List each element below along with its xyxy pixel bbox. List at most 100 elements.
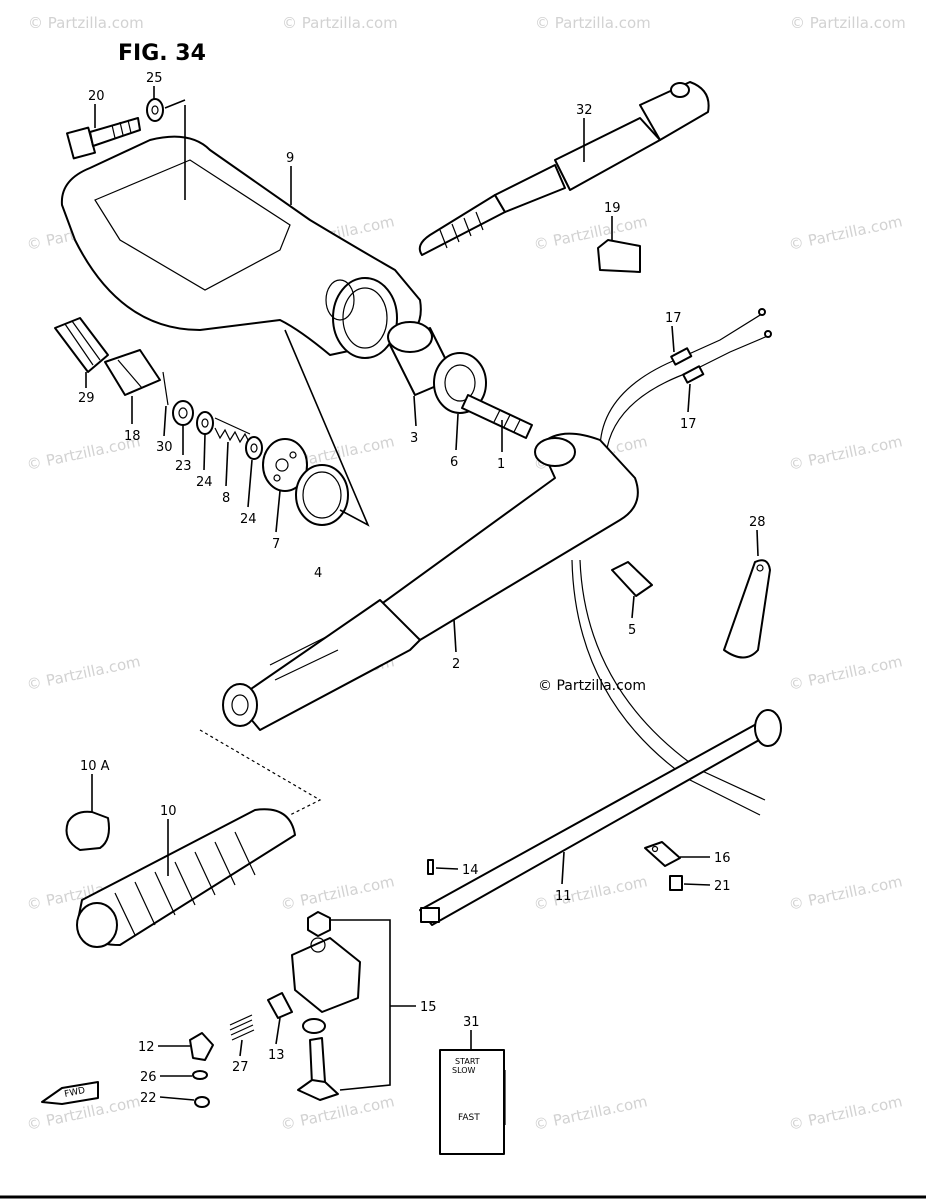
part-9-tiller-bracket[interactable] — [60, 135, 422, 359]
part-10-grip[interactable] — [76, 808, 296, 948]
callout-2: 2 — [452, 657, 460, 672]
callout-29: 29 — [78, 391, 95, 406]
leader-line — [225, 441, 229, 487]
callout-31: 31 — [463, 1015, 480, 1030]
callout-26: 26 — [140, 1070, 157, 1085]
watermark: © Partzilla.com — [532, 1092, 649, 1134]
callout-19: 19 — [604, 201, 621, 216]
part-13-plunger[interactable] — [267, 992, 293, 1019]
decal-fast-text: FAST — [458, 1113, 480, 1123]
callout-17a: 17 — [665, 311, 682, 326]
front-arrow-label: FWD — [64, 1086, 87, 1100]
callout-16: 16 — [714, 851, 731, 866]
callout-14: 14 — [462, 863, 479, 878]
part-15-friction-block[interactable] — [291, 911, 361, 1101]
watermark: © Partzilla.com — [279, 1092, 396, 1134]
callout-13: 13 — [268, 1048, 285, 1063]
callout-21: 21 — [714, 879, 731, 894]
leader-line — [163, 405, 167, 437]
part-1-bolt[interactable] — [461, 394, 533, 439]
watermark: © Partzilla.com — [787, 652, 904, 694]
part-4-ring[interactable] — [295, 464, 349, 526]
part-8-spring[interactable] — [214, 417, 251, 445]
part-20-bolt[interactable] — [66, 117, 141, 160]
leader-line — [239, 1039, 243, 1057]
part-29-grip-sleeve[interactable] — [54, 317, 109, 373]
leader-line — [687, 383, 691, 413]
partzilla-credit: © Partzilla.com — [538, 678, 646, 694]
leader-line — [453, 619, 457, 653]
leader-line — [203, 433, 206, 471]
part-26-washer[interactable] — [192, 1070, 208, 1080]
part-21-screw[interactable] — [669, 875, 683, 891]
part-7-plate[interactable] — [262, 438, 308, 492]
part-24-washer[interactable] — [245, 436, 263, 460]
callout-7: 7 — [272, 537, 280, 552]
callout-32: 32 — [576, 103, 593, 118]
watermark: © Partzilla.com — [790, 14, 906, 32]
part-31-decal[interactable]: START SLOW FAST — [439, 1049, 506, 1155]
callout-9: 9 — [286, 151, 294, 166]
watermark: © Partzilla.com — [282, 14, 398, 32]
decal-start-text: START — [455, 1057, 480, 1066]
leader-line — [159, 1096, 195, 1101]
part-30-pin[interactable] — [162, 371, 169, 406]
watermark: © Partzilla.com — [787, 1092, 904, 1134]
callout-4: 4 — [314, 566, 322, 581]
callout-12: 12 — [138, 1040, 155, 1055]
leader-line — [275, 1017, 281, 1045]
leader-line — [683, 883, 711, 886]
callout-20: 20 — [88, 89, 105, 104]
callout-6: 6 — [450, 455, 458, 470]
leader-line — [435, 867, 459, 870]
part-2-tiller-arm[interactable] — [222, 432, 639, 731]
callout-10: 10 — [160, 804, 177, 819]
decal-slow-text: SLOW — [452, 1066, 476, 1075]
part-16-bracket[interactable] — [644, 841, 681, 867]
part-19-clip[interactable] — [597, 239, 641, 273]
part-27-spring[interactable] — [229, 1014, 255, 1041]
callout-22: 22 — [140, 1091, 157, 1106]
part-12-block[interactable] — [189, 1032, 214, 1061]
part-14-pin[interactable] — [427, 859, 434, 875]
part-22-screw[interactable] — [194, 1096, 210, 1108]
callout-1: 1 — [497, 457, 505, 472]
part-32-throttle-shaft[interactable] — [418, 81, 710, 256]
front-arrow-icon: FWD — [41, 1081, 99, 1105]
callout-8: 8 — [222, 491, 230, 506]
part-18-bracket[interactable] — [104, 349, 161, 396]
watermark: © Partzilla.com — [25, 652, 142, 694]
leader-line — [330, 919, 391, 1091]
watermark: © Partzilla.com — [28, 14, 144, 32]
leader-line — [455, 413, 459, 451]
callout-28: 28 — [749, 515, 766, 530]
part-10a-cap[interactable] — [65, 810, 110, 851]
leader-line — [284, 329, 370, 527]
part-11-throttle-rod[interactable] — [419, 709, 782, 926]
leader-line — [164, 99, 186, 109]
assembly-dash-line — [199, 729, 322, 816]
part-17-cables[interactable] — [571, 308, 772, 816]
callout-23: 23 — [175, 459, 192, 474]
callout-15: 15 — [420, 1000, 437, 1015]
watermark: © Partzilla.com — [279, 872, 396, 914]
leader-line — [275, 490, 281, 533]
part-25-washer[interactable] — [146, 98, 164, 122]
callout-30: 30 — [156, 440, 173, 455]
callout-24a: 24 — [196, 475, 213, 490]
part-23-nut[interactable] — [172, 400, 194, 426]
watermark: © Partzilla.com — [787, 432, 904, 474]
part-28-strap[interactable] — [723, 559, 771, 659]
figure-title: FIG. 34 — [118, 41, 206, 66]
part-5-pin[interactable] — [611, 561, 653, 597]
callout-27: 27 — [232, 1060, 249, 1075]
watermark: © Partzilla.com — [787, 212, 904, 254]
callout-5: 5 — [628, 623, 636, 638]
leader-line — [756, 529, 759, 557]
watermark: © Partzilla.com — [535, 14, 651, 32]
part-24-washer[interactable] — [196, 411, 214, 435]
callout-3: 3 — [410, 431, 418, 446]
leader-line — [631, 595, 635, 619]
leader-line — [671, 325, 675, 353]
